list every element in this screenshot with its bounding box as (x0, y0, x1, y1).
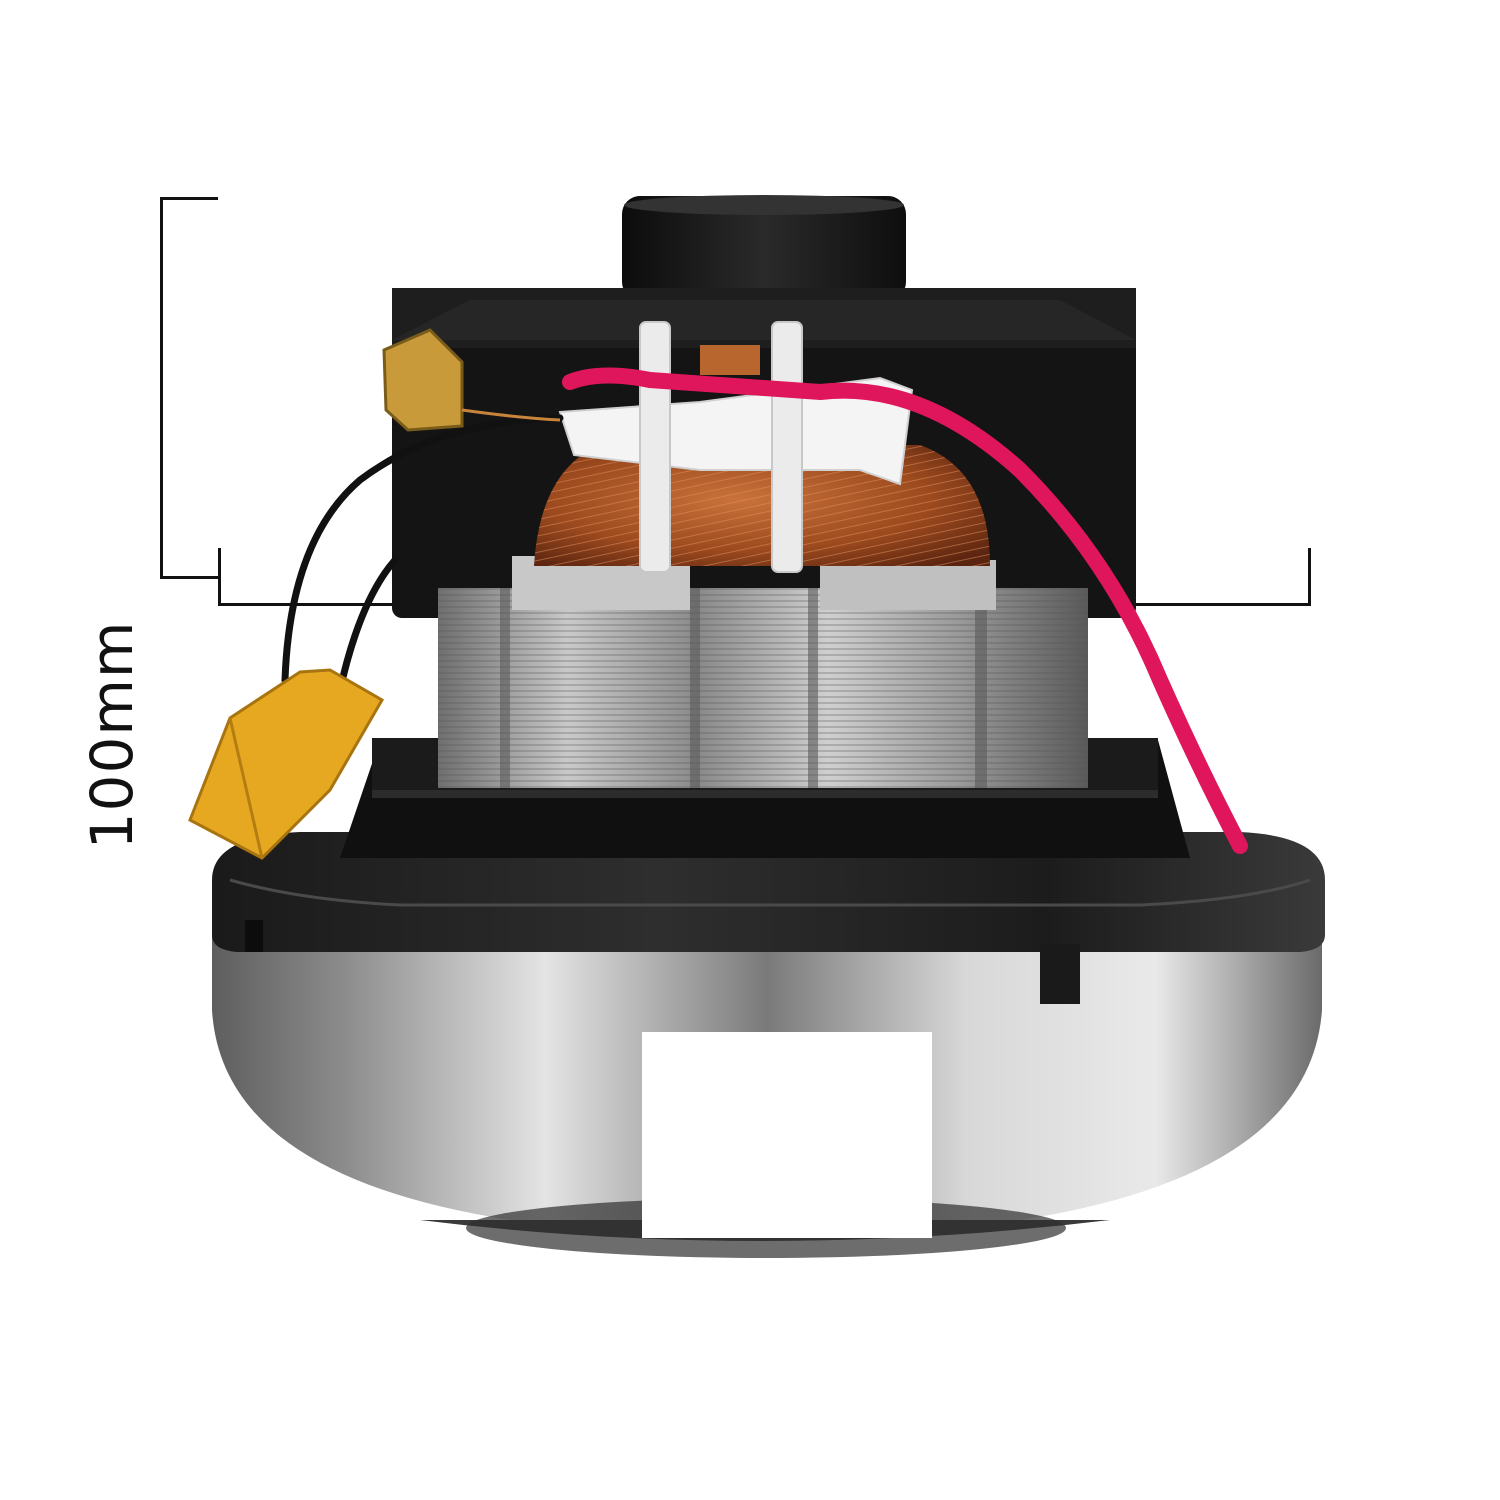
black-wire-2 (336, 556, 399, 694)
base-flange (212, 832, 1325, 1004)
label-sticker (642, 1032, 932, 1238)
width-dimension-left-tick (218, 548, 221, 606)
height-dimension-top-tick (160, 197, 218, 200)
height-dimension-bottom-tick (160, 576, 218, 579)
red-wire (562, 367, 1248, 854)
terminal-clip (382, 328, 561, 432)
steel-can (212, 935, 1322, 1258)
top-cap (622, 195, 906, 300)
laminated-stator (438, 588, 1088, 788)
yellow-connector (188, 668, 385, 860)
black-wire (281, 414, 564, 704)
height-dimension-line (160, 197, 163, 579)
width-dimension-right-tick (1308, 548, 1311, 606)
